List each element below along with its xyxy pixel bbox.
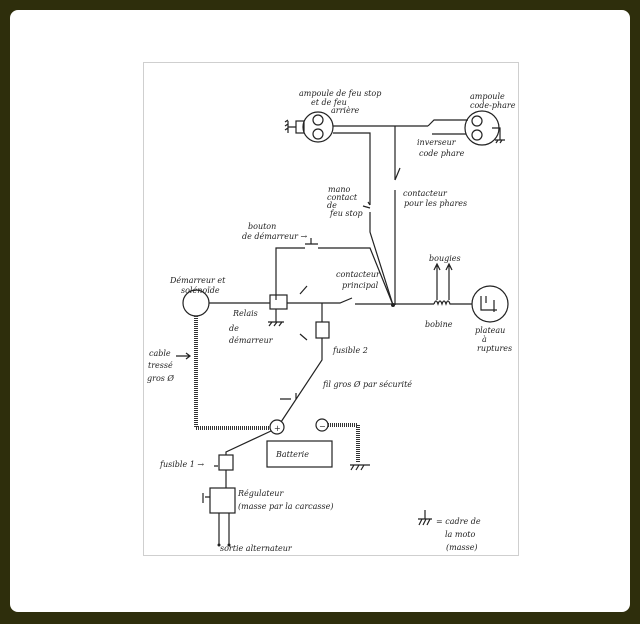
label-battery-minus: − <box>319 422 326 431</box>
start-button <box>275 238 394 306</box>
label-cable-3: gros Ø <box>147 374 174 383</box>
label-main-switch: contacteur <box>336 270 381 279</box>
wire-stop <box>333 132 394 306</box>
ground-legend-icon <box>418 510 432 526</box>
label-stop-bulb-2: et de feu <box>311 98 347 107</box>
label-battery-plus: + <box>274 424 281 433</box>
label-battery: Batterie <box>275 450 309 459</box>
label-brake-switch: mano <box>328 185 351 194</box>
wire-light <box>394 126 401 305</box>
label-breaker-plate-2: à <box>482 335 487 344</box>
label-stop-bulb-3: arrière <box>331 106 360 115</box>
label-spark-plugs: bougies <box>429 254 461 263</box>
label-start-button: bouton <box>248 222 276 231</box>
label-regulator-2: (masse par la carcasse) <box>238 502 333 511</box>
label-wire-note: fil gros Ø par sécurité <box>322 380 412 389</box>
label-main-switch-2: principal <box>342 281 379 290</box>
label-cable-2: tressé <box>148 361 173 370</box>
label-light-switch: contacteur <box>403 189 448 198</box>
fuse-1 <box>218 454 234 471</box>
label-dimmer-2: code phare <box>419 149 465 158</box>
brake-switch <box>362 201 371 209</box>
braided-cable <box>194 316 270 430</box>
label-legend: = cadre de <box>436 517 481 526</box>
dimmer-switch <box>427 119 468 135</box>
label-light-switch-2: pour les phares <box>404 199 467 208</box>
ignition-coil <box>433 300 472 306</box>
label-stop-bulb: ampoule de feu stop <box>299 89 381 98</box>
label-legend-3: (masse) <box>446 543 478 552</box>
label-brake-switch-4: feu stop <box>329 209 363 218</box>
label-cable: cable <box>149 349 171 358</box>
label-starter-2: solénoïde <box>181 286 220 295</box>
spark-plug-arrows <box>433 262 453 300</box>
starter-relay <box>269 294 288 310</box>
breaker-plate <box>471 285 509 323</box>
main-switch <box>287 297 434 305</box>
label-breaker-plate-3: ruptures <box>477 344 512 353</box>
diagram-paper <box>143 62 519 556</box>
label-brake-switch-2: contact <box>327 193 358 202</box>
label-relay-3: démarreur <box>229 336 274 345</box>
label-starter: Démarreur et <box>169 276 226 285</box>
label-brake-switch-3: de <box>327 201 337 210</box>
label-coil: bobine <box>425 320 453 329</box>
label-headlight-2: code-phare <box>470 101 516 110</box>
fuse-2 <box>315 321 330 339</box>
label-regulator: Régulateur <box>237 489 284 498</box>
label-headlight: ampoule <box>470 92 505 101</box>
stop-bulb <box>284 111 334 143</box>
battery-plus-terminal <box>269 419 285 435</box>
label-dimmer: inverseur <box>417 138 457 147</box>
label-fuse-2: fusible 2 <box>332 346 368 355</box>
label-relay: Relais <box>232 309 258 318</box>
label-start-button-2: de démarreur → <box>242 232 308 241</box>
label-relay-2: de <box>229 324 239 333</box>
regulator <box>209 487 236 514</box>
label-legend-2: la moto <box>445 530 475 539</box>
headlight-bulb <box>464 110 505 146</box>
label-alternator: sortie alternateur <box>220 544 293 553</box>
label-fuse-1: fusible 1 → <box>159 460 204 469</box>
label-breaker-plate: plateau <box>475 326 505 335</box>
battery <box>266 440 333 468</box>
